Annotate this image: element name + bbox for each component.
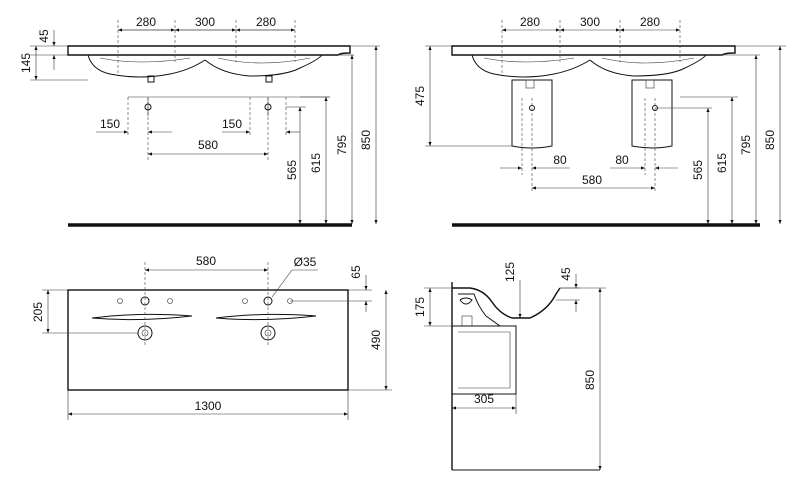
pedestal-dim-280-right: 280 — [640, 15, 660, 29]
top-basin-left — [91, 313, 193, 321]
front-dim-280-left: 280 — [136, 15, 156, 29]
top-dim-65: 65 — [349, 265, 363, 279]
front-view: 280 300 280 45 145 150 150 580 — [19, 15, 380, 227]
side-view: 125 45 175 305 850 — [413, 262, 606, 471]
front-dim-145: 145 — [19, 53, 33, 73]
front-dim-150-left: 150 — [100, 117, 120, 131]
pedestal-dim-80-left: 80 — [553, 153, 567, 167]
front-dim-795: 795 — [335, 135, 349, 155]
front-dim-150-right: 150 — [222, 117, 242, 131]
side-dim-45: 45 — [559, 267, 573, 281]
pedestal-dim-615: 615 — [715, 153, 729, 173]
front-drain-left — [147, 75, 155, 83]
front-dim-45: 45 — [37, 29, 51, 43]
front-dim-565: 565 — [285, 160, 299, 180]
front-basin-left — [87, 54, 206, 78]
pedestal-dim-580: 580 — [582, 173, 602, 187]
front-dim-280-right: 280 — [256, 15, 276, 29]
top-view: 580 Ø35 65 205 490 1300 — [31, 254, 392, 420]
pedestal-dim-280-left: 280 — [520, 15, 540, 29]
side-pedestal — [452, 325, 517, 395]
pedestal-left — [511, 79, 553, 149]
top-dim-490: 490 — [369, 330, 383, 350]
front-dim-615: 615 — [309, 153, 323, 173]
pedestal-dim-475: 475 — [413, 86, 427, 106]
top-dim-diameter: Ø35 — [294, 255, 317, 269]
front-drain-right — [265, 75, 273, 83]
side-dim-850: 850 — [583, 370, 597, 390]
front-basin-right — [204, 54, 323, 77]
pedestal-right — [631, 79, 673, 149]
pedestal-dim-565: 565 — [691, 160, 705, 180]
side-dim-175: 175 — [413, 297, 427, 317]
front-dim-580: 580 — [198, 138, 218, 152]
pedestal-dim-300: 300 — [580, 15, 600, 29]
pedestal-dim-795: 795 — [739, 135, 753, 155]
top-basin-right — [215, 313, 317, 321]
front-view-pedestal: 280 300 280 475 80 80 580 565 615 795 — [413, 15, 786, 227]
top-dim-205: 205 — [31, 302, 45, 322]
front-dim-850: 850 — [359, 130, 373, 150]
top-view-outline — [67, 289, 349, 391]
pedestal-countertop — [451, 45, 736, 56]
top-dim-1300: 1300 — [195, 399, 222, 413]
front-dim-300: 300 — [195, 15, 215, 29]
side-dim-125: 125 — [503, 262, 517, 282]
pedestal-dim-850: 850 — [763, 130, 777, 150]
pedestal-dim-80-right: 80 — [615, 153, 629, 167]
side-basin-profile — [452, 287, 561, 319]
side-dim-305: 305 — [474, 392, 494, 406]
top-dim-580: 580 — [196, 254, 216, 268]
front-countertop — [67, 45, 351, 56]
